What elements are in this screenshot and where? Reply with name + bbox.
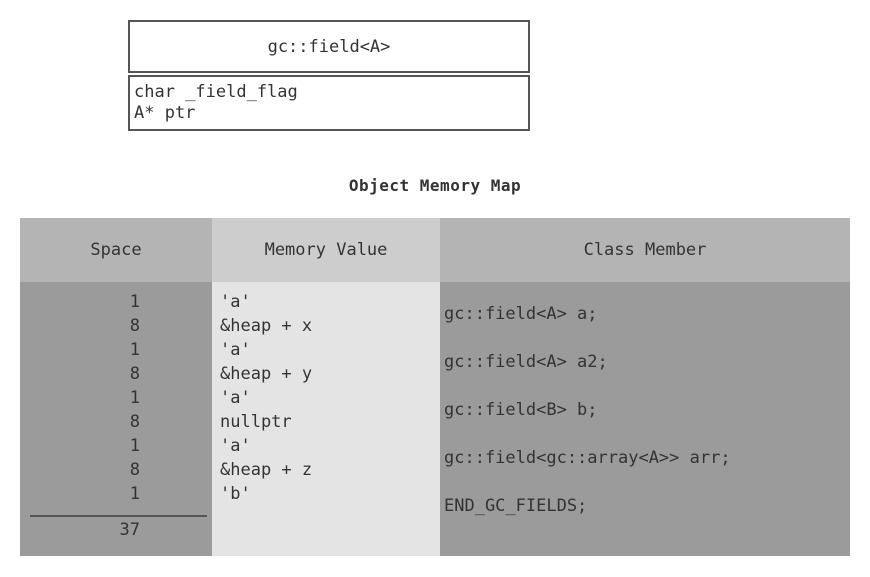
space-total-separator	[30, 515, 207, 517]
space-cell: 1	[129, 388, 140, 408]
space-cell: 1	[129, 436, 140, 456]
memory-value-cell-list: 'a' &heap + x 'a' &heap + y 'a' nullptr 'a' &he…	[212, 282, 440, 506]
uml-class-box: gc::field<A> char _field_flag A* ptr	[128, 20, 530, 131]
memory-value-cell: 'a'	[220, 340, 251, 360]
memory-value-cell: 'a'	[220, 388, 251, 408]
column-space: Space 1 8 1 8 1 8 1 8 1 37	[20, 218, 212, 556]
memory-value-cell: nullptr	[220, 412, 292, 432]
class-member-cell: END_GC_FIELDS;	[444, 496, 588, 516]
memory-map-title: Object Memory Map	[348, 176, 522, 195]
space-cell: 1	[129, 484, 140, 504]
column-body-space: 1 8 1 8 1 8 1 8 1 37	[20, 282, 212, 556]
class-member-cell: gc::field<A> a2;	[444, 352, 608, 372]
class-member-cell: gc::field<B> b;	[444, 400, 598, 420]
memory-value-cell: &heap + y	[220, 364, 313, 384]
uml-class-name-compartment: gc::field<A>	[128, 20, 530, 73]
space-cell: 1	[129, 340, 140, 360]
space-cell: 1	[129, 292, 140, 312]
memory-map-table: Space 1 8 1 8 1 8 1 8 1 37 Memory Value 'a' &heap…	[20, 218, 850, 556]
column-header-class-member: Class Member	[440, 218, 850, 282]
uml-attribute: A* ptr	[134, 103, 196, 123]
column-memory-value: Memory Value 'a'&heap + x'a'&heap + y'a'…	[212, 218, 440, 556]
memory-value-cell: 'b'	[220, 484, 251, 504]
space-total-value: 37	[119, 520, 140, 540]
space-cell: 8	[129, 412, 140, 432]
memory-value-cell: &heap + x	[220, 316, 313, 336]
column-header-memory-value: Memory Value	[212, 218, 440, 282]
space-cell: 8	[129, 364, 140, 384]
column-class-member: Class Member gc::field<A> a;gc::field<A>…	[440, 218, 850, 556]
uml-attributes-compartment: char _field_flag A* ptr	[128, 75, 530, 131]
memory-value-cell: 'a'	[220, 436, 251, 456]
column-body-class-member: gc::field<A> a;gc::field<A> a2;gc::field…	[440, 282, 850, 556]
space-cell-list: 1 8 1 8 1 8 1 8 1	[20, 282, 212, 506]
column-body-memory-value: 'a' &heap + x 'a' &heap + y 'a' nullptr 'a' &he…	[212, 282, 440, 556]
column-header-space: Space	[20, 218, 212, 282]
space-cell: 8	[129, 316, 140, 336]
class-member-cell: gc::field<gc::array<A>> arr;	[444, 448, 731, 468]
memory-value-cell: 'a'	[220, 292, 251, 312]
memory-value-cell: &heap + z	[220, 460, 313, 480]
uml-class-name: gc::field<A>	[267, 36, 391, 57]
class-member-cell: gc::field<A> a;	[444, 304, 598, 324]
space-cell: 8	[129, 460, 140, 480]
uml-attribute: char _field_flag	[134, 82, 298, 102]
class-member-cell-list: gc::field<A> a;gc::field<A> a2;gc::field…	[440, 282, 850, 530]
